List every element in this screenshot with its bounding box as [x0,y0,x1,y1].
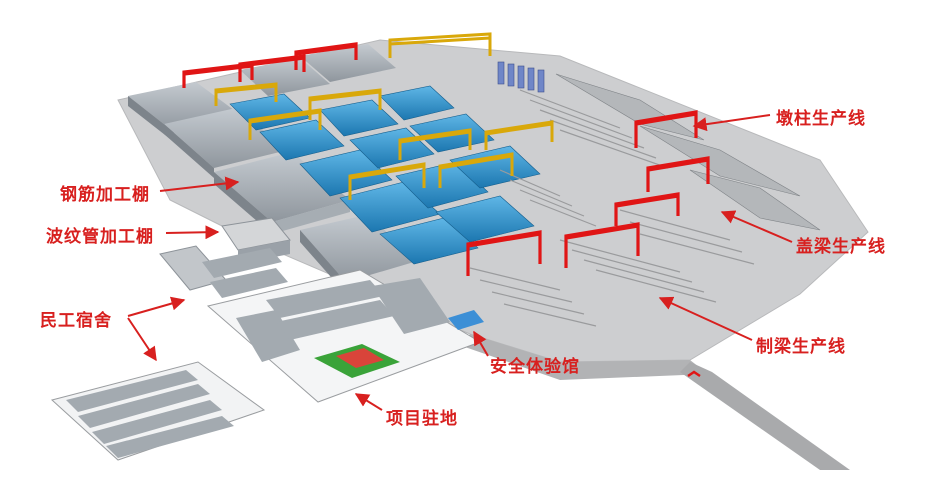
label-bellows-shed: 波纹管加工棚 [46,227,154,247]
label-beam-line: 制梁生产线 [756,337,846,357]
road-machine [687,370,701,377]
label-safety-hall: 安全体验馆 [490,357,580,377]
blue-columns [497,61,545,93]
label-rebar-shed: 钢筋加工棚 [60,185,150,205]
yellow-gantries [214,32,554,200]
project-camp-area [206,269,484,403]
shed-2 [164,108,288,178]
label-worker-dorm: 民工宿舍 [40,311,112,331]
label-project-camp: 项目驻地 [386,409,458,429]
worker-dorm-area [50,361,266,461]
pier-column-area [555,73,821,231]
red-gantries [182,42,710,276]
safety-hall-building [448,310,484,330]
gray-beds [469,89,755,327]
small-buildings-left [159,245,288,298]
label-arrows [127,114,793,411]
label-cap-beam-line: 盖梁生产线 [796,237,886,257]
access-road [680,362,850,470]
blue-pedestal-zone [229,85,541,265]
court [336,348,384,368]
yard-platform-edge [462,334,708,380]
label-pier-column-line: 墩柱生产线 [776,109,866,129]
